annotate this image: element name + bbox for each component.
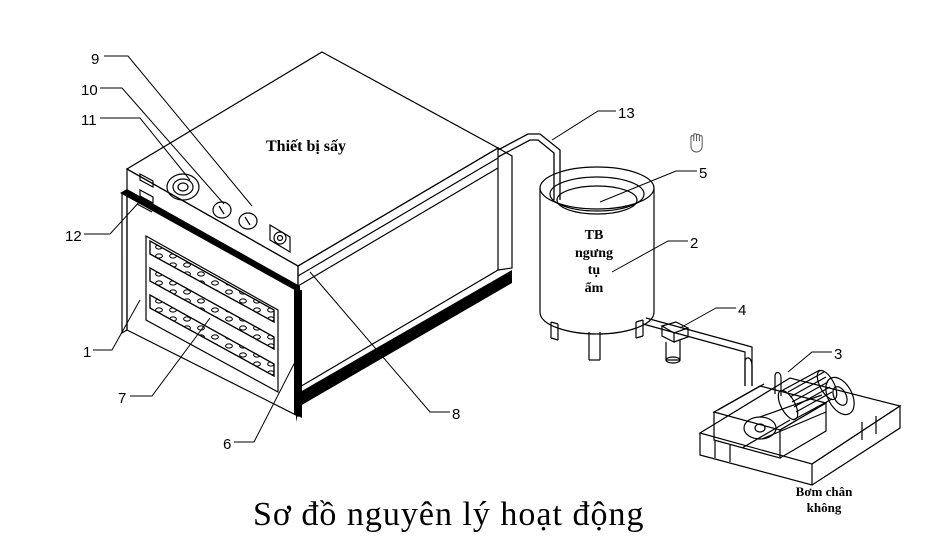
dryer-trays <box>149 239 275 378</box>
pump-belt-drive <box>743 394 827 440</box>
dryer-indicator-bottom <box>139 188 154 205</box>
dryer-cabinet <box>121 51 513 417</box>
callout-2: 2 <box>690 235 699 252</box>
pipe-valve <box>660 321 690 364</box>
callout-5: 5 <box>699 165 708 182</box>
dryer-knob-b <box>238 212 258 230</box>
condenser-label-line-4: ẩm <box>584 280 604 296</box>
dryer-indicator-top <box>139 172 154 189</box>
callout-leader-lines <box>84 55 832 443</box>
callout-7: 7 <box>118 390 127 407</box>
callout-9: 9 <box>91 51 100 68</box>
callout-8: 8 <box>452 406 461 423</box>
pump-motor <box>777 369 855 421</box>
condenser-label-line-3: tụ <box>587 263 601 278</box>
condenser-equipment-label: TB ngưng tụ ẩm <box>562 227 626 297</box>
callout-4: 4 <box>738 302 747 319</box>
dryer-top-face <box>125 51 500 267</box>
vacuum-pump-label: Bơm chân không <box>779 484 869 515</box>
vacuum-pump-assembly <box>698 357 902 486</box>
callout-13: 13 <box>618 105 635 122</box>
callout-1: 1 <box>83 344 92 361</box>
grab-hand-cursor <box>690 133 703 153</box>
dryer-knob-a <box>212 201 232 219</box>
dryer-right-side <box>297 146 499 390</box>
callout-6: 6 <box>223 436 232 453</box>
condenser-to-pump-pipe <box>642 317 753 386</box>
diagram-caption: Sơ đồ nguyên lý hoạt động <box>253 496 645 533</box>
callout-10: 10 <box>81 82 98 99</box>
vapor-pipe-dryer-to-condenser <box>497 133 561 200</box>
pump-label-line-1: Bơm chân <box>795 484 853 499</box>
dryer-power-socket <box>269 223 291 254</box>
condenser-vessel <box>539 166 655 361</box>
callout-12: 12 <box>65 228 82 245</box>
callout-3: 3 <box>834 346 843 363</box>
dryer-black-trim <box>120 189 512 422</box>
condenser-label-line-2: ngưng <box>575 245 613 261</box>
dryer-main-dial <box>166 173 200 201</box>
callout-11: 11 <box>81 112 97 129</box>
dryer-door-window <box>145 234 279 394</box>
condenser-label-line-1: TB <box>584 228 604 243</box>
dryer-equipment-label: Thiết bị sấy <box>266 138 347 155</box>
pump-label-line-2: không <box>806 499 842 515</box>
